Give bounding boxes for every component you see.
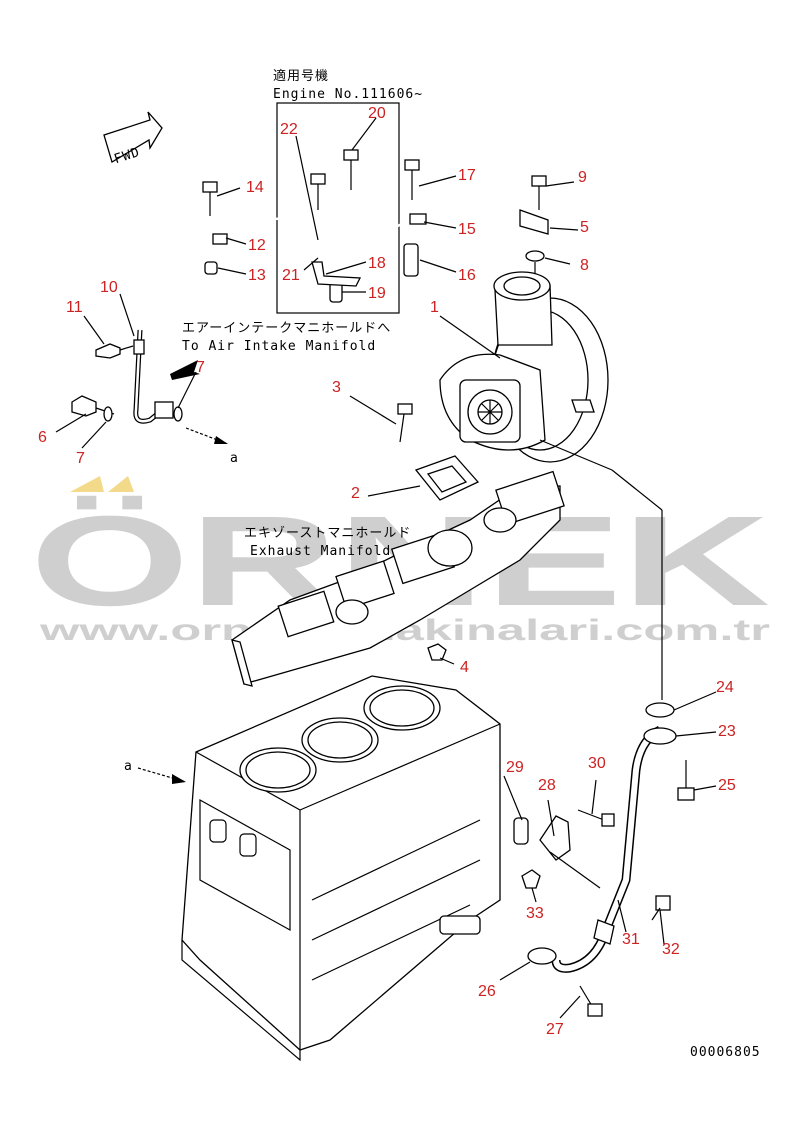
part-label-20: 20 xyxy=(368,105,386,122)
spacer-16 xyxy=(403,243,419,277)
part-labels: 1 2 3 4 5 6 7 7 8 9 10 11 12 13 14 15 16… xyxy=(38,105,736,1038)
ref-a-left: a xyxy=(124,759,133,774)
bolt-9 xyxy=(531,175,547,210)
part-label-2: 2 xyxy=(351,485,360,502)
oil-drain-pipe xyxy=(527,439,677,973)
part-label-17: 17 xyxy=(458,167,476,184)
exhaust-jp: エキゾーストマニホールド xyxy=(244,526,411,541)
flange-23 xyxy=(643,727,677,745)
part-label-21: 21 xyxy=(282,267,300,284)
part-label-10: 10 xyxy=(100,279,118,296)
oil-supply-pipe xyxy=(71,203,549,424)
air-intake-en: To Air Intake Manifold xyxy=(182,339,376,354)
part-label-7a: 7 xyxy=(76,450,85,467)
part-label-29: 29 xyxy=(506,759,524,776)
gasket-24 xyxy=(645,702,675,718)
leader-lines xyxy=(55,117,717,1019)
part-label-30: 30 xyxy=(588,755,606,772)
gasket-2 xyxy=(414,455,480,501)
part-label-33: 33 xyxy=(526,905,544,922)
bolts-top xyxy=(202,149,547,360)
clamp-28 xyxy=(539,815,601,889)
bolt-20 xyxy=(343,149,359,190)
fwd-arrow-icon: FWD xyxy=(103,111,163,167)
bolt-27 xyxy=(579,985,603,1017)
bolt-30 xyxy=(577,809,615,827)
part-label-1: 1 xyxy=(430,299,439,316)
part-label-12: 12 xyxy=(248,237,266,254)
part-label-27: 27 xyxy=(546,1021,564,1038)
part-label-31: 31 xyxy=(622,931,640,948)
watermark-accent-right xyxy=(108,476,134,492)
part-label-23: 23 xyxy=(718,723,736,740)
nut-4 xyxy=(427,643,447,661)
part-label-18: 18 xyxy=(368,255,386,272)
ref-a-top: a xyxy=(230,451,239,466)
part-label-9: 9 xyxy=(578,169,587,186)
bolt-25 xyxy=(677,760,695,801)
watermark-accent-left xyxy=(70,476,104,492)
bracket-18 xyxy=(311,261,362,287)
part-label-13: 13 xyxy=(248,267,266,284)
exhaust-en: Exhaust Manifold xyxy=(250,544,391,559)
part-label-19: 19 xyxy=(368,285,386,302)
bolt-14 xyxy=(202,181,218,216)
part-label-26: 26 xyxy=(478,983,496,1000)
engine-number: Engine No.111606~ xyxy=(273,87,423,102)
part-label-16: 16 xyxy=(458,267,476,284)
bolt-3 xyxy=(397,403,413,443)
applicability-jp: 適用号機 xyxy=(273,68,329,84)
air-intake-arrow-icon xyxy=(170,360,200,380)
exhaust-manifold xyxy=(231,470,565,687)
turbocharger xyxy=(439,271,609,463)
part-label-6: 6 xyxy=(38,429,47,446)
bolt-22 xyxy=(310,173,326,210)
part-label-3: 3 xyxy=(332,379,341,396)
air-intake-jp: エアーインテークマニホールドへ xyxy=(182,321,391,336)
part-label-11: 11 xyxy=(66,299,83,316)
part-label-25: 25 xyxy=(718,777,736,794)
part-label-15: 15 xyxy=(458,221,476,238)
gasket-26 xyxy=(527,947,557,965)
bolt-17 xyxy=(404,159,420,200)
part-label-28: 28 xyxy=(538,777,556,794)
sleeve-29 xyxy=(513,817,529,845)
applicability-box xyxy=(276,102,400,314)
gasket-8 xyxy=(525,250,545,262)
drawing-number: 00006805 xyxy=(690,1045,761,1060)
part-label-32: 32 xyxy=(662,941,680,958)
part-label-14: 14 xyxy=(246,179,264,196)
part-label-4: 4 xyxy=(460,659,469,676)
part-label-7b: 7 xyxy=(196,359,205,376)
spacer-13 xyxy=(204,261,218,275)
bolt-32 xyxy=(651,895,671,921)
part-label-24: 24 xyxy=(716,679,734,696)
part-label-5: 5 xyxy=(580,219,589,236)
part-label-8: 8 xyxy=(580,257,589,274)
cylinder-block xyxy=(181,675,501,1062)
part-label-22: 22 xyxy=(280,121,298,138)
nut-33 xyxy=(521,869,541,889)
